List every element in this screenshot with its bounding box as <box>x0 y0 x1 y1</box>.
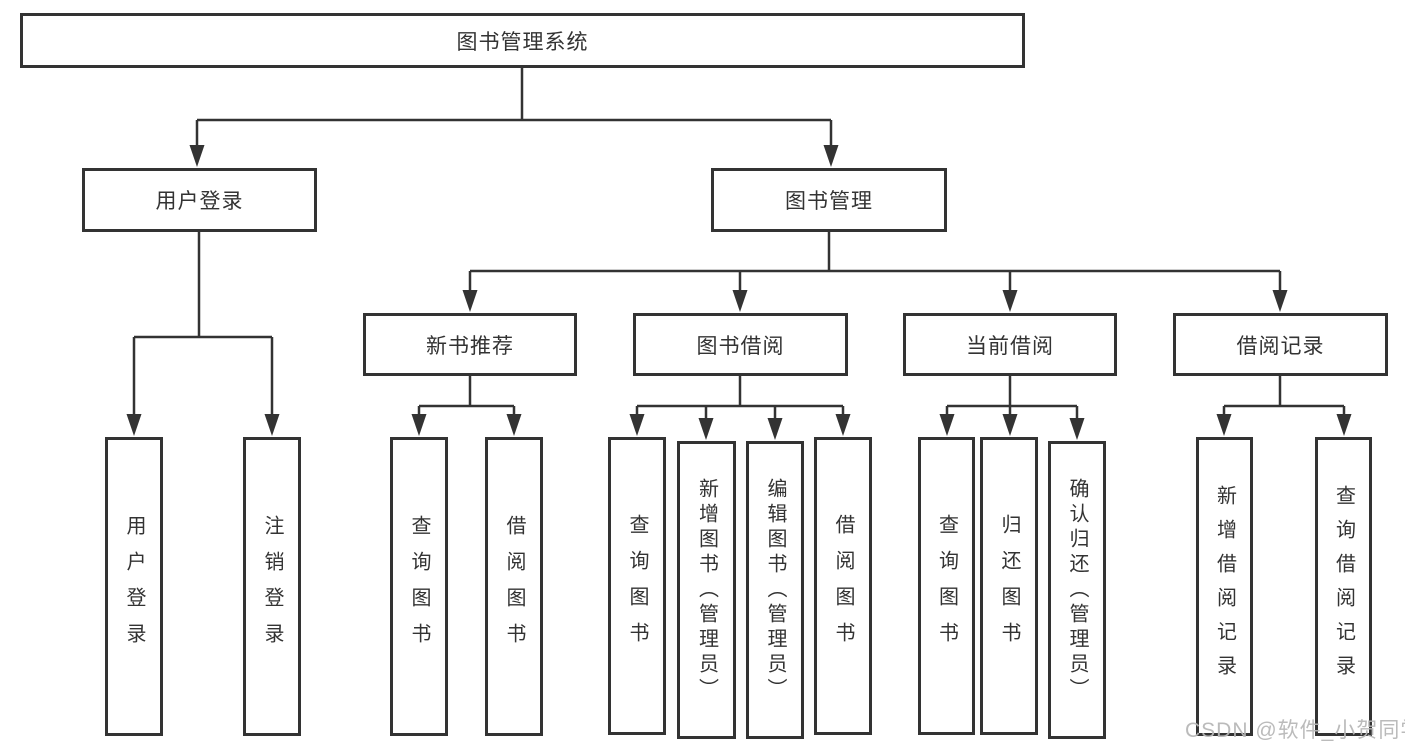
leaf-return-books-label: 归还图书 <box>998 514 1020 658</box>
leaf-borrow-books-1-label: 借阅图书 <box>503 514 525 659</box>
leaf-borrow-books-1: 借阅图书 <box>485 437 543 736</box>
leaf-query-books-3: 查询图书 <box>918 437 975 735</box>
arrowhead <box>411 414 427 436</box>
arrowhead <box>823 145 839 167</box>
connector-currentborrow-to-leaves <box>945 376 1079 422</box>
connector-bookborrow-to-leaves <box>635 376 845 422</box>
leaf-return-books: 归还图书 <box>980 437 1038 735</box>
leaf-add-books-admin: 新增图书（管理员） <box>677 441 736 739</box>
csdn-watermark: CSDN @软件_小贺同学 <box>1185 719 1405 742</box>
arrowhead <box>629 414 645 436</box>
leaf-query-books-2-label: 查询图书 <box>626 514 648 658</box>
arrowhead <box>506 414 522 436</box>
node-borrowing-records: 借阅记录 <box>1173 313 1388 376</box>
leaf-borrow-books-2-label: 借阅图书 <box>832 514 854 658</box>
connector-root-to-level2 <box>195 66 833 148</box>
arrowhead <box>732 290 748 312</box>
leaf-query-borrow-record: 查询借阅记录 <box>1315 437 1372 736</box>
arrowhead <box>698 418 714 440</box>
leaf-borrow-books-2: 借阅图书 <box>814 437 872 735</box>
arrowhead <box>1002 414 1018 436</box>
leaf-query-books-1: 查询图书 <box>390 437 448 736</box>
arrowhead <box>462 290 478 312</box>
node-book-borrowing: 图书借阅 <box>633 313 848 376</box>
arrowhead <box>1069 418 1085 440</box>
node-current-borrowing: 当前借阅 <box>903 313 1117 376</box>
connector-records-to-leaves <box>1222 376 1346 418</box>
node-book-management: 图书管理 <box>711 168 947 232</box>
leaf-edit-books-admin: 编辑图书（管理员） <box>746 441 804 739</box>
arrowhead <box>264 414 280 436</box>
leaf-user-login-label: 用户登录 <box>123 514 145 659</box>
leaf-add-borrow-record-label: 新增借阅记录 <box>1213 484 1236 689</box>
arrowhead <box>1336 414 1352 436</box>
node-new-book-recommendation: 新书推荐 <box>363 313 577 376</box>
leaf-user-login: 用户登录 <box>105 437 163 736</box>
leaf-query-books-3-label: 查询图书 <box>935 514 958 658</box>
connector-newbook-to-leaves <box>417 376 516 418</box>
leaf-add-books-admin-label: 新增图书（管理员） <box>695 477 718 703</box>
leaf-add-borrow-record: 新增借阅记录 <box>1196 437 1253 736</box>
leaf-confirm-return-admin: 确认归还（管理员） <box>1048 441 1106 739</box>
leaf-query-books-2: 查询图书 <box>608 437 666 735</box>
node-user-login: 用户登录 <box>82 168 317 232</box>
arrowhead <box>939 414 955 436</box>
connector-bookmgmt-to-level3 <box>468 232 1282 294</box>
leaf-edit-books-admin-label: 编辑图书（管理员） <box>764 477 786 703</box>
arrowhead <box>126 414 142 436</box>
arrowhead <box>1216 414 1232 436</box>
arrowheads <box>126 145 1352 440</box>
arrowhead <box>1002 290 1018 312</box>
leaf-confirm-return-admin-label: 确认归还（管理员） <box>1066 477 1088 703</box>
leaf-logout: 注销登录 <box>243 437 301 736</box>
node-library-management-system: 图书管理系统 <box>20 13 1025 68</box>
arrowhead <box>835 414 851 436</box>
leaf-query-borrow-record-label: 查询借阅记录 <box>1332 484 1355 689</box>
arrowhead <box>1272 290 1288 312</box>
leaf-query-books-1-label: 查询图书 <box>408 514 430 659</box>
leaf-logout-label: 注销登录 <box>261 514 283 659</box>
arrowhead <box>189 145 205 167</box>
connector-userlogin-to-leaves <box>132 232 274 418</box>
arrowhead <box>767 418 783 440</box>
